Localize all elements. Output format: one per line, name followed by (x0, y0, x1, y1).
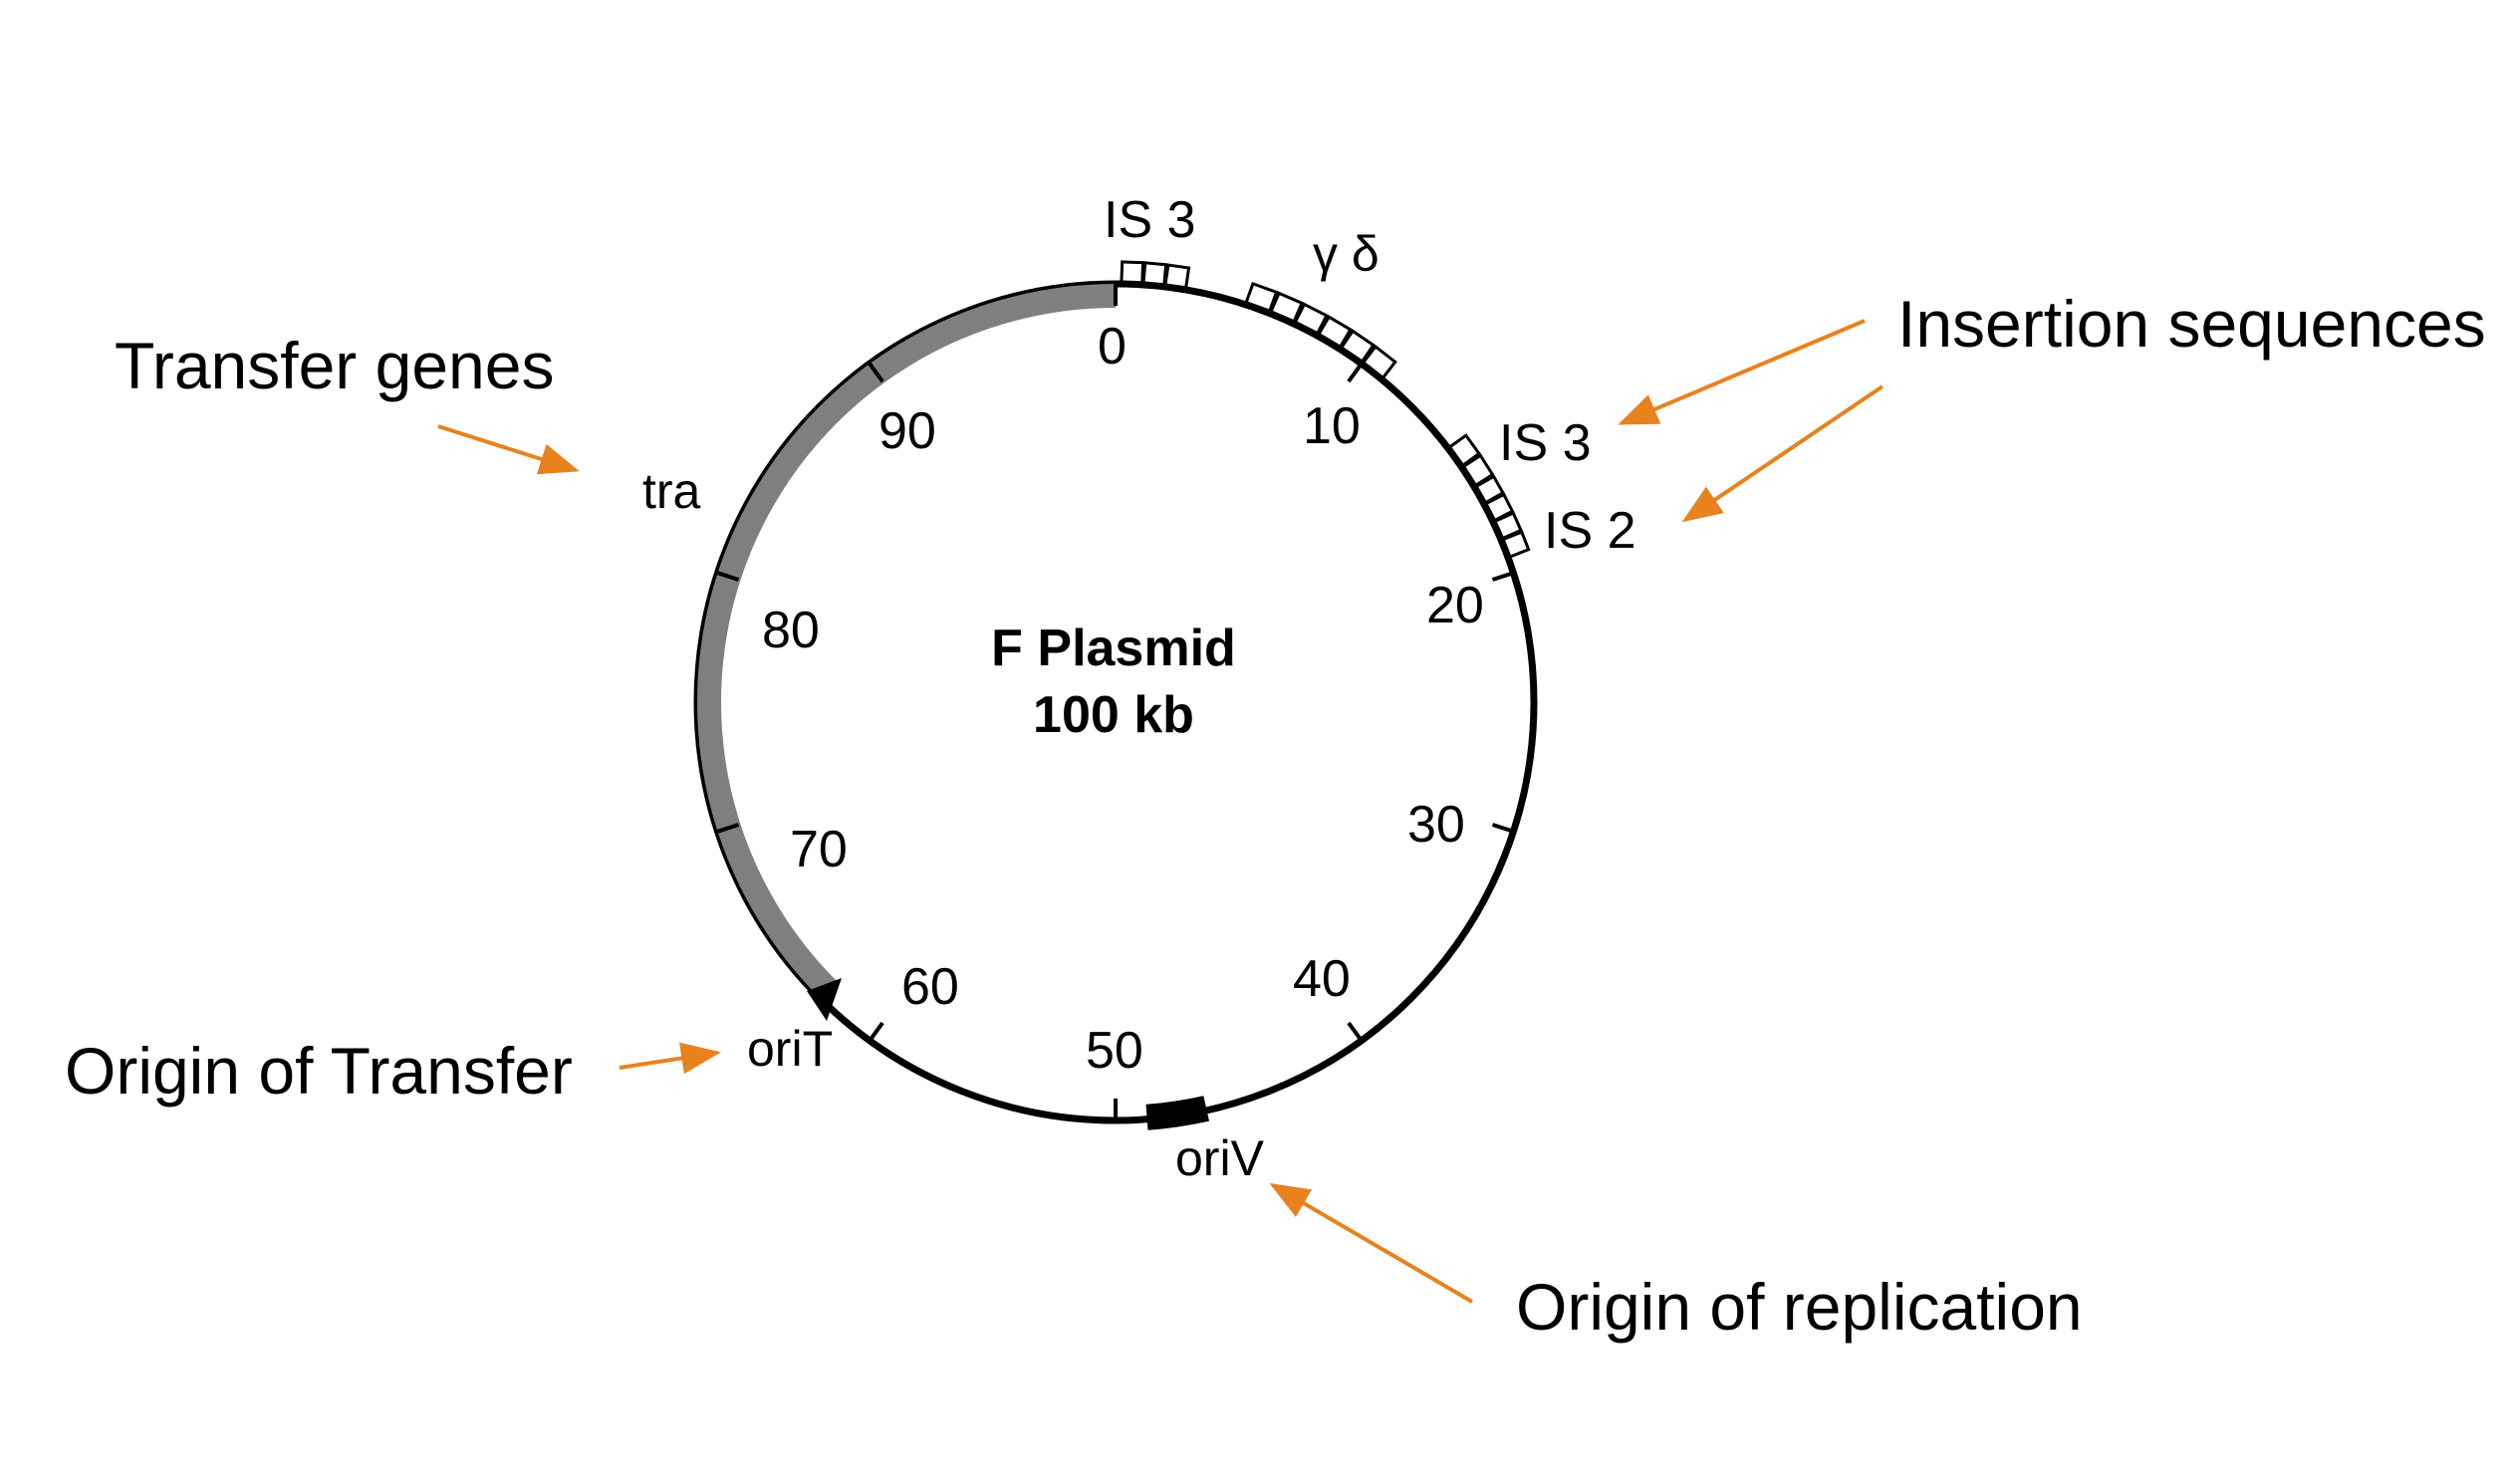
tick-mark-30 (1491, 823, 1515, 834)
is2-segment (1484, 492, 1515, 523)
gamma-delta-segment (1339, 329, 1376, 365)
tick-label-40: 40 (1293, 950, 1351, 1008)
label-is3-top: IS 3 (1104, 191, 1196, 249)
gamma-delta-segment (1316, 315, 1353, 350)
gamma-delta-segment (1293, 302, 1329, 336)
tick-label-20: 20 (1426, 577, 1484, 634)
tick-label-50: 50 (1086, 1022, 1143, 1080)
tick-label-30: 30 (1407, 796, 1465, 854)
is2-segment (1493, 511, 1523, 541)
is3-right-segment (1447, 433, 1482, 468)
arrow-insertion-is2 (1681, 384, 1884, 523)
tick-label-80: 80 (762, 602, 820, 659)
is2-segment (1474, 474, 1505, 505)
tra-region-arc (697, 284, 1117, 998)
orit-arrowhead (807, 978, 842, 1021)
annotation-origin-of-transfer: Origin of Transfer (65, 1034, 573, 1108)
tick-mark-60 (868, 1021, 884, 1042)
tick-marks (716, 284, 1515, 1120)
tick-mark-20 (1491, 571, 1515, 582)
plasmid-title: F Plasmid (991, 619, 1236, 677)
tick-mark-90 (868, 363, 884, 383)
arrow-insertion-is3 (1618, 319, 1866, 425)
tick-label-90: 90 (878, 402, 936, 460)
is2-segment (1501, 530, 1531, 559)
gamma-delta-segment (1244, 281, 1279, 314)
arrow-origin-of-replication (1269, 1182, 1474, 1304)
annotation-origin-of-replication: Origin of replication (1516, 1270, 2083, 1344)
tick-mark-10 (1347, 363, 1364, 383)
label-orit: oriT (747, 1021, 833, 1077)
arrow-origin-of-transfer (619, 1042, 721, 1075)
is3-top-segment (1141, 261, 1168, 287)
label-oriv: oriV (1175, 1130, 1265, 1186)
tick-label-70: 70 (790, 821, 848, 878)
is3-top-segment (1163, 263, 1191, 290)
is3-right-segment (1461, 453, 1495, 488)
oriv-block (1145, 1096, 1210, 1130)
tick-mark-70 (716, 823, 740, 834)
label-is2: IS 2 (1544, 502, 1636, 560)
label-tra: tra (642, 463, 701, 519)
arrow-transfer-genes (437, 424, 580, 475)
tick-label-60: 60 (901, 958, 959, 1016)
insertion-sequence-boxes (1120, 260, 1531, 559)
tick-label-0: 0 (1098, 318, 1127, 375)
gamma-delta-segment (1361, 344, 1397, 380)
plasmid-size: 100 kb (1033, 686, 1194, 744)
annotation-transfer-genes: Transfer genes (115, 329, 554, 402)
label-is3-right: IS 3 (1499, 414, 1592, 472)
annotation-insertion-sequences: Insertion sequences (1897, 287, 2486, 361)
label-gamma-delta: γ δ (1313, 226, 1380, 282)
gamma-delta-segment (1269, 291, 1305, 324)
is3-top-segment (1120, 260, 1145, 285)
tick-label-10: 10 (1303, 397, 1361, 455)
tick-mark-80 (716, 571, 740, 582)
tick-mark-40 (1347, 1021, 1364, 1042)
